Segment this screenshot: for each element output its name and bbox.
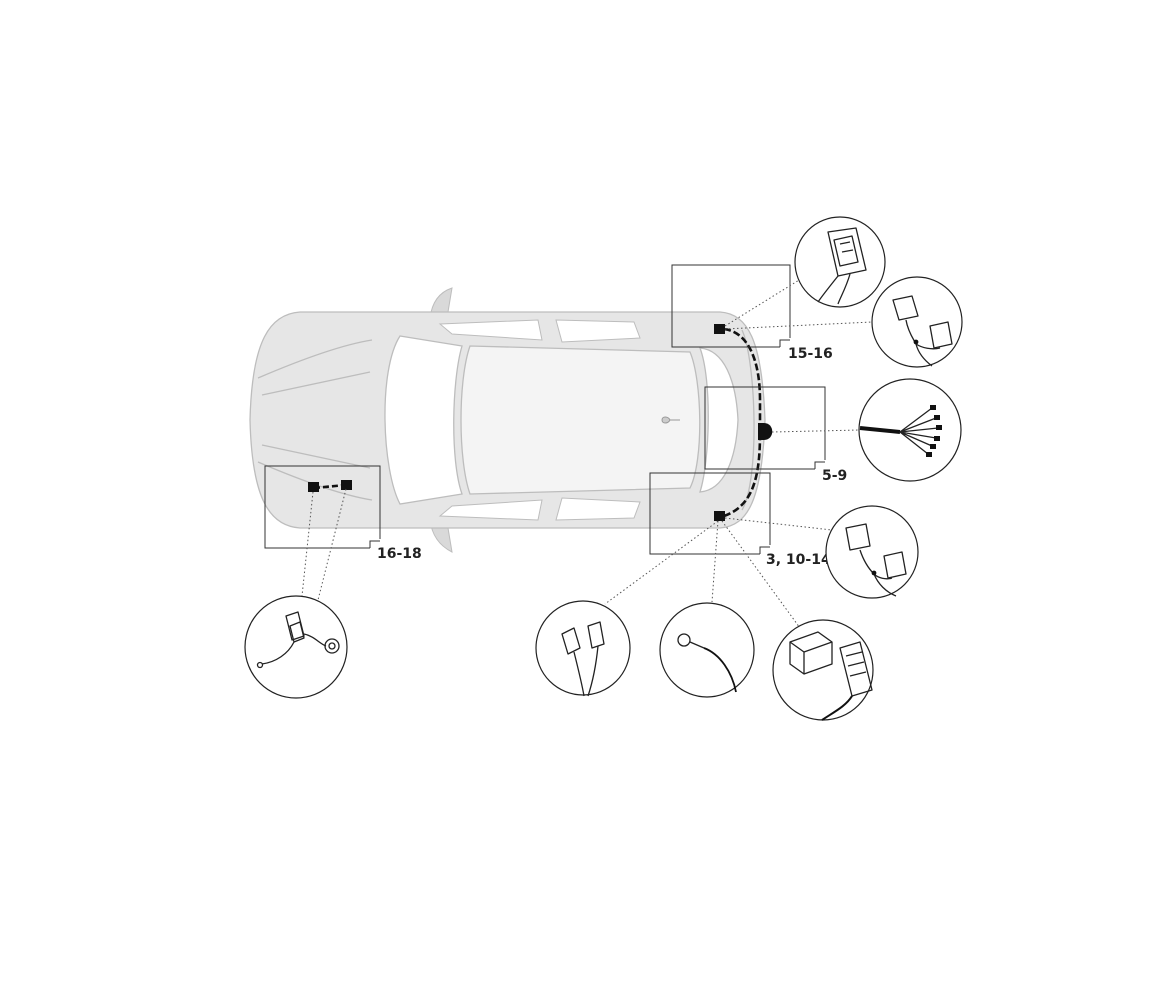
dual-connector-harness-icon <box>845 523 907 597</box>
callout-rear-left: 15-16 <box>788 346 833 362</box>
callout-tow-socket: 5-9 <box>822 468 847 484</box>
side-window-rear-left <box>555 319 641 343</box>
side-window-front-right <box>438 499 543 521</box>
windshield <box>384 335 463 505</box>
callout-frames <box>264 264 826 555</box>
detail-connector-housing <box>794 216 886 308</box>
frame-rear-left <box>671 264 791 348</box>
front-module-marker-a <box>308 482 319 492</box>
detail-spade-terminals <box>535 600 631 697</box>
detail-ring-terminal <box>659 602 755 698</box>
roof <box>460 345 701 495</box>
rear-window <box>699 347 739 493</box>
rear-left-connector-marker <box>714 324 725 334</box>
detail-control-module <box>772 619 874 721</box>
detail-dual-connector-lower <box>825 505 919 599</box>
detail-relay <box>244 595 348 699</box>
relay-icon <box>256 611 340 669</box>
front-module-marker-b <box>341 480 352 490</box>
side-window-front-left <box>438 319 543 341</box>
wiring-harness <box>308 324 773 521</box>
detail-wire-bundle <box>858 378 962 482</box>
callout-front-module: 16-18 <box>377 546 422 562</box>
spade-terminal-icon <box>561 621 605 697</box>
frame-rear-right <box>649 472 771 555</box>
wire-bundle-icon <box>859 405 942 457</box>
rear-right-connector-marker <box>714 511 725 521</box>
connector-housing-icon <box>817 227 867 305</box>
dual-connector-harness-icon <box>892 295 953 367</box>
callout-rear-right: 3, 10-14 <box>766 552 831 568</box>
frame-front-module <box>264 465 381 549</box>
car-top-view-icon <box>249 287 766 553</box>
side-window-rear-right <box>555 497 641 521</box>
leader-lines <box>301 271 873 629</box>
tow-socket-marker <box>758 423 773 440</box>
frame-tow-socket <box>704 386 826 470</box>
detail-dual-connector-upper <box>871 276 963 368</box>
control-module-icon <box>789 631 873 721</box>
ring-terminal-icon <box>677 633 737 693</box>
